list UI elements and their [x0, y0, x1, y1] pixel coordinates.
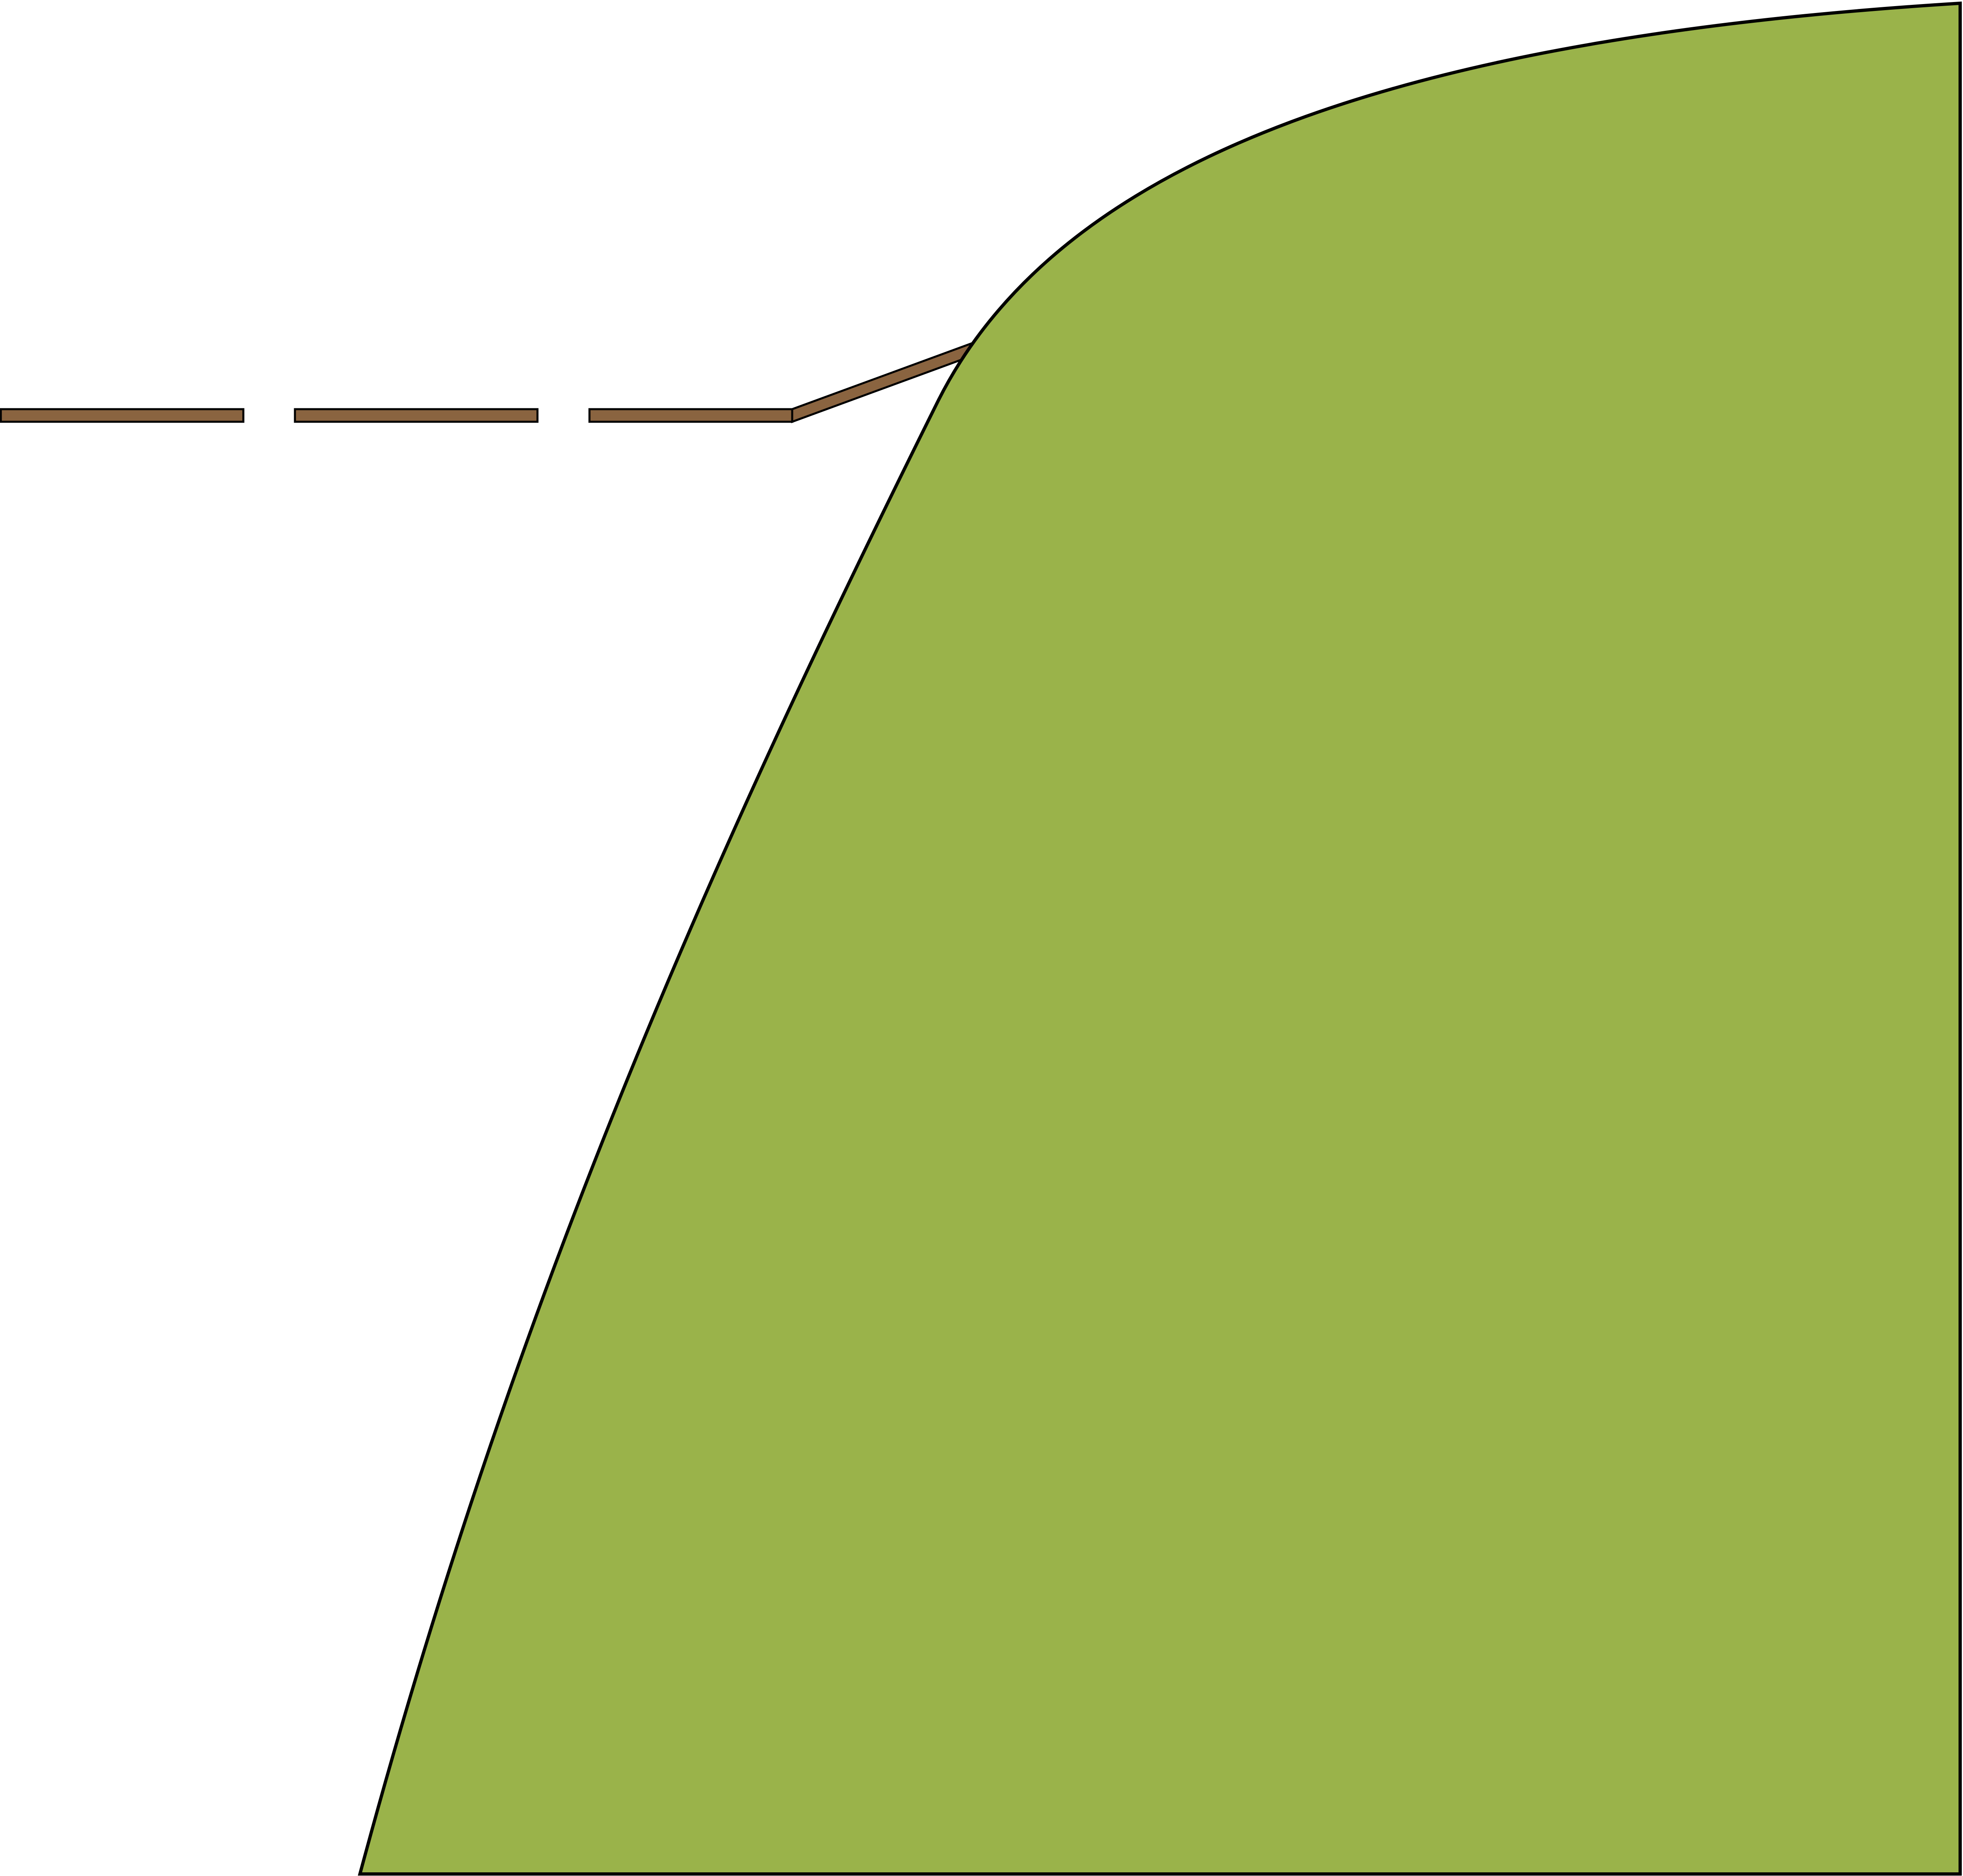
plank-segment-2	[294, 408, 539, 423]
plank-segment-3	[588, 408, 793, 423]
cliff-shape	[358, 1, 1962, 1876]
plank-segment-1	[0, 408, 245, 423]
